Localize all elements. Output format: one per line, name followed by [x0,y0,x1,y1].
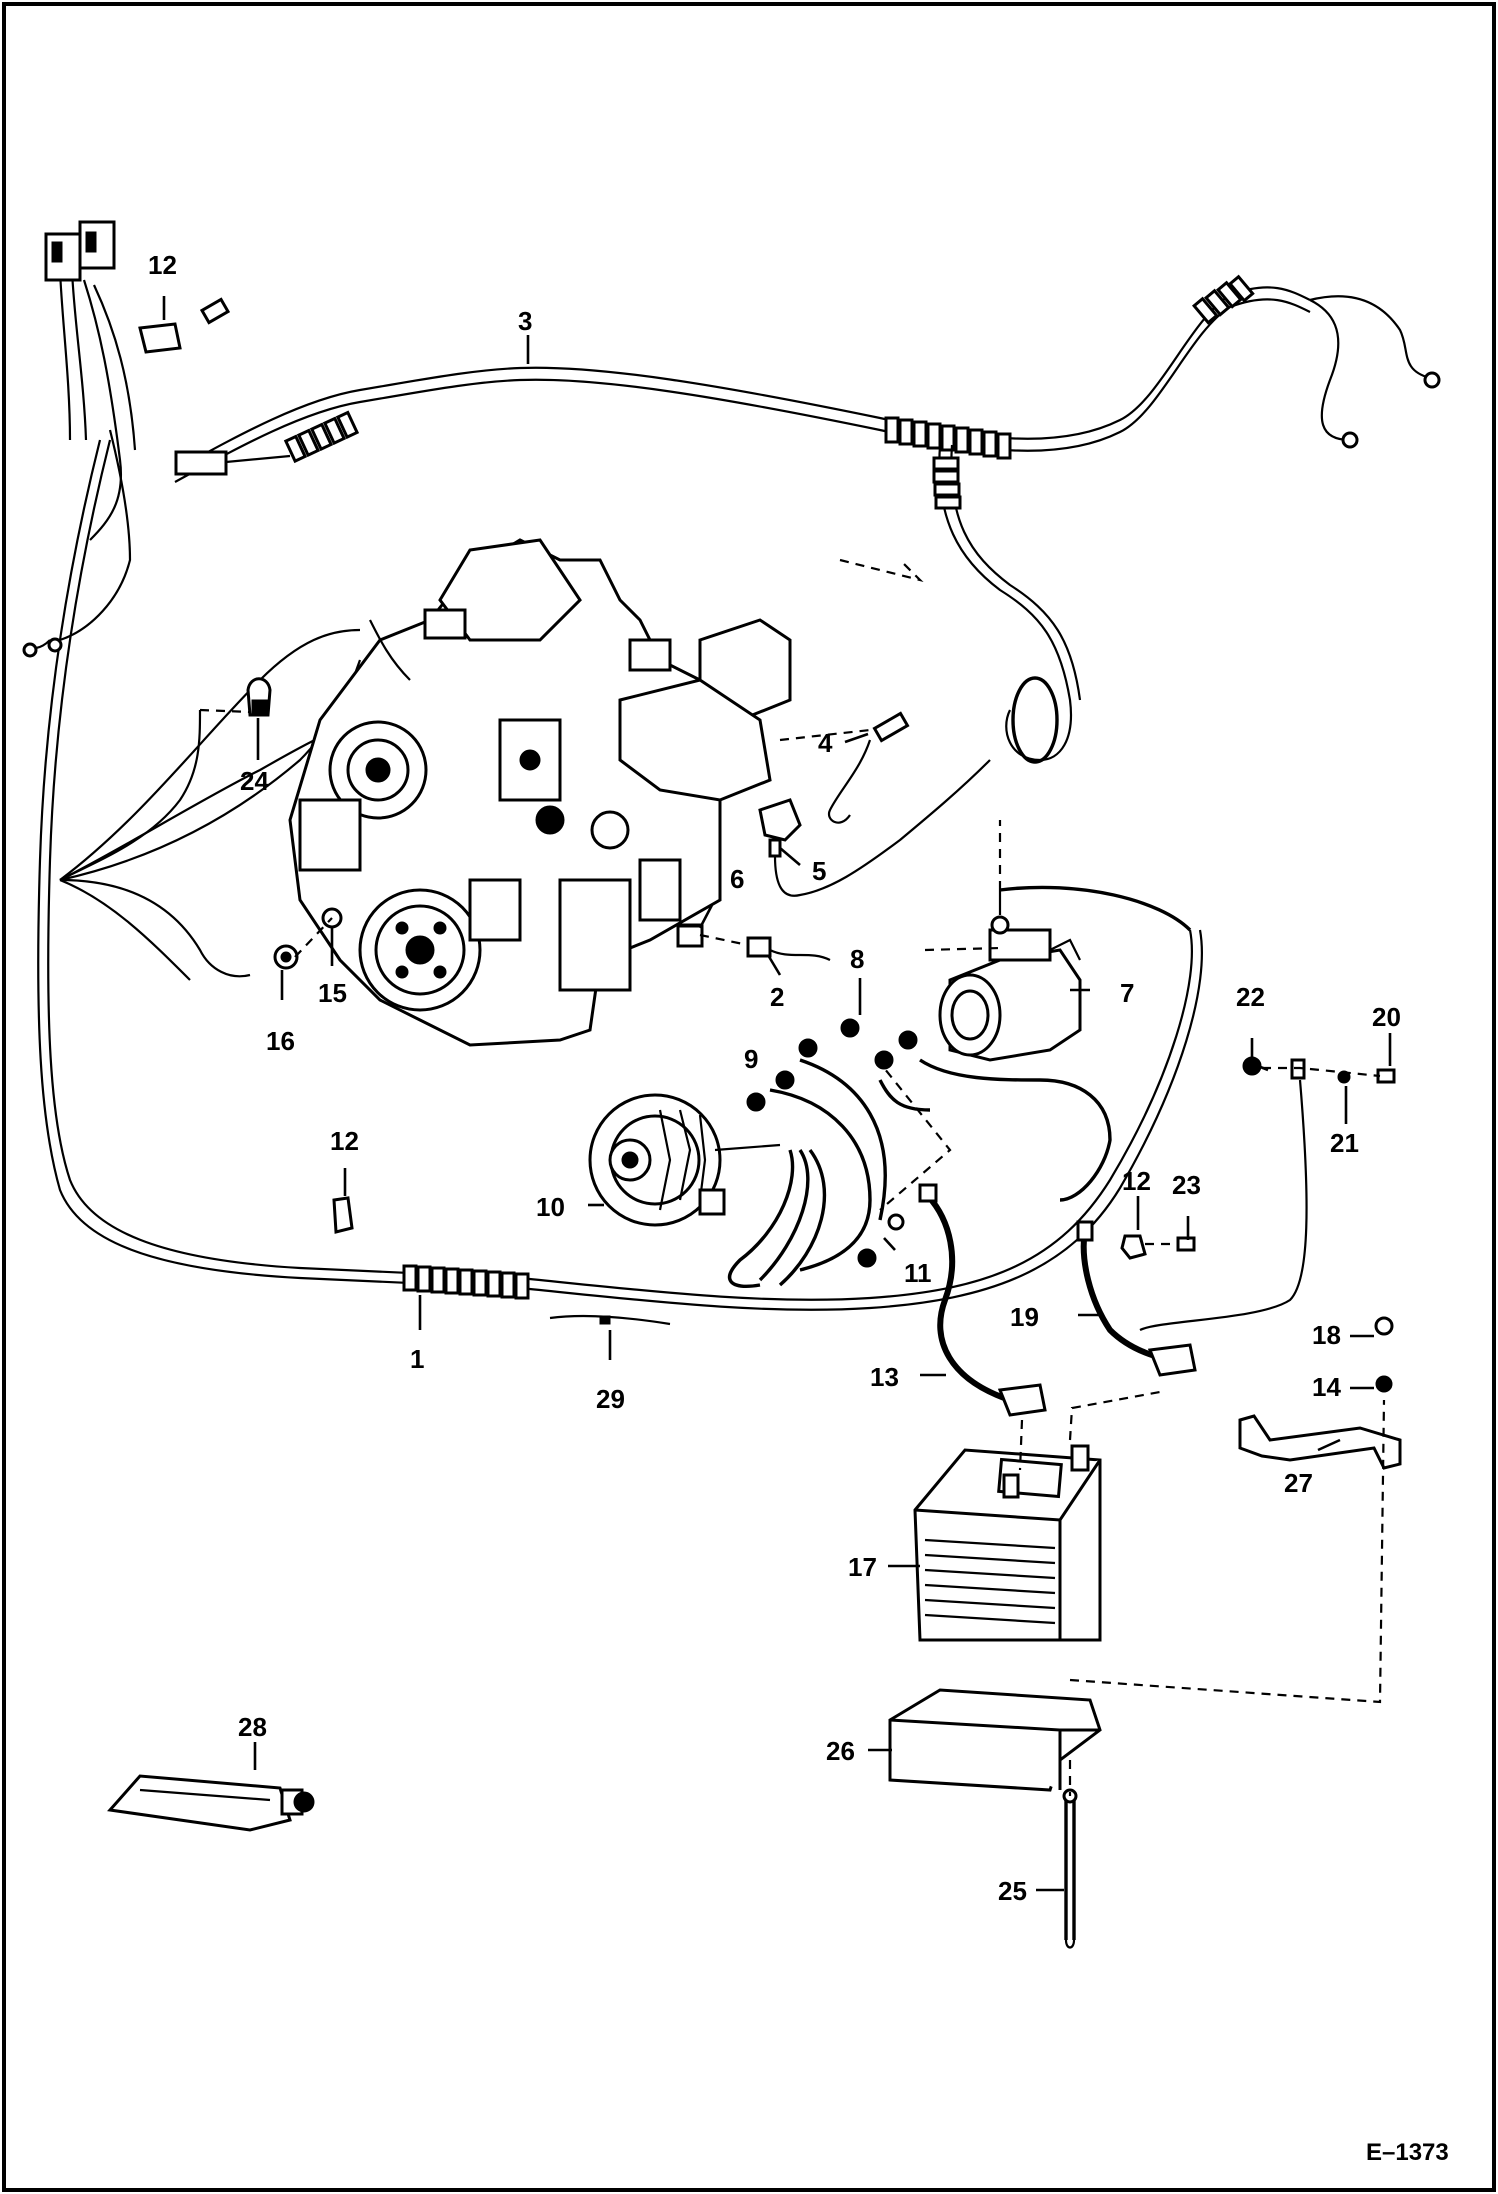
part-12-clip-right [1120,1234,1147,1260]
part-4-sensor [827,711,910,824]
callout-7: 7 [1120,978,1134,1008]
part-25-j-bolt [1062,1788,1078,1949]
part-19-battery-cable [1076,1079,1308,1377]
part-18 [1374,1316,1394,1336]
callout-12-left: 12 [330,1126,359,1156]
callout-28: 28 [238,1712,267,1742]
part-9-nut [746,1092,766,1112]
callout-12-top: 12 [148,250,177,280]
callout-2: 2 [770,982,784,1012]
callout-leaders [162,296,1392,1892]
ring-terminal-left-b [47,637,63,653]
harness-coil-loop [1011,676,1059,764]
callout-6: 6 [730,864,744,894]
part-11-nut [857,1248,877,1268]
callout-19: 19 [1010,1302,1039,1332]
callout-5: 5 [812,856,826,886]
harness-corrugation-bottom [402,1264,530,1300]
part-10-alternator [588,1093,781,1227]
harness-corrugation-top-right [1191,274,1255,325]
callout-29: 29 [596,1384,625,1414]
ring-terminal-right-b [1423,371,1441,389]
callout-20: 20 [1372,1002,1401,1032]
harness-corrugation-top-middle [884,416,1012,460]
callout-24: 24 [240,766,269,796]
callout-14: 14 [1312,1372,1341,1402]
part-2-sensor [746,936,831,961]
callout-4: 4 [818,728,833,758]
part-13-battery-cable [918,1183,1047,1417]
part-26-battery-tray [888,1688,1102,1792]
callout-labels: 1 2 3 4 5 6 7 8 9 10 11 12 12 12 13 14 1… [148,250,1401,1906]
callout-16: 16 [266,1026,295,1056]
callout-27: 27 [1284,1468,1313,1498]
callout-18: 18 [1312,1320,1341,1350]
callout-1: 1 [410,1344,424,1374]
part-28-tube [107,1774,315,1832]
callout-11: 11 [904,1258,932,1288]
connector-block-top-left [44,220,116,282]
callout-9: 9 [744,1044,758,1074]
harness-corrugation-vertical [932,456,962,510]
callout-17: 17 [848,1552,877,1582]
callout-22: 22 [1236,982,1265,1012]
part-17-battery [913,1444,1102,1642]
callout-3: 3 [518,306,532,336]
callout-21: 21 [1330,1128,1359,1158]
battery-ribs [924,1538,1056,1625]
part-5-switch [758,759,991,897]
part-8-nut [840,1018,860,1038]
figure-id: E–1373 [1366,2139,1449,2166]
harness-corrugation-top-left [283,410,360,464]
plug-connector [174,450,228,476]
part-7-starter [938,890,1082,1062]
part-20 [1376,1068,1396,1084]
callout-8: 8 [850,944,864,974]
part-12-clip-left [332,1196,354,1234]
callout-12-right: 12 [1122,1166,1151,1196]
ring-terminal-right-a [1341,431,1359,449]
part-24-sender [246,677,272,717]
part-23-bolt [1176,1236,1196,1252]
callout-10: 10 [536,1192,565,1222]
ring-terminal-left-a [22,642,38,658]
part-14 [1375,1375,1393,1393]
part-29-strap [549,1314,671,1326]
callout-26: 26 [826,1736,855,1766]
part-6-connector [676,924,704,948]
part-21 [1337,1070,1351,1084]
part-27-bracket [1238,1414,1402,1470]
part-12-clip-top [138,297,231,354]
callout-15: 15 [318,978,347,1008]
engine-assembly [288,538,792,1047]
callout-13: 13 [870,1362,899,1392]
callout-25: 25 [998,1876,1027,1906]
callout-23: 23 [1172,1170,1201,1200]
